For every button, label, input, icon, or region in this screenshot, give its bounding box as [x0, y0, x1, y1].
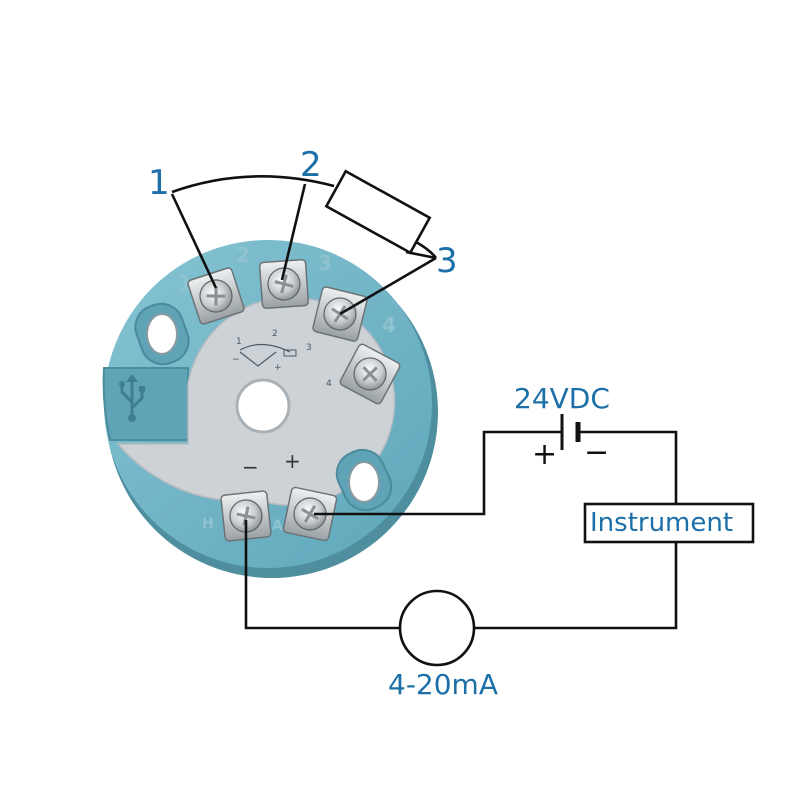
- supply-minus: −: [584, 435, 609, 470]
- module-bottom-mark-right: A: [272, 518, 283, 534]
- mounting-center-hole: [235, 378, 291, 434]
- loop-wire-plus: [314, 430, 562, 516]
- mounting-slot-left: [134, 302, 190, 366]
- terminal-number-1: 1: [178, 271, 192, 295]
- svg-text:1: 1: [236, 337, 242, 347]
- svg-text:4: 4: [326, 379, 332, 389]
- rtd-wiring: 1 2 3: [148, 145, 458, 316]
- module-minus-mark: −: [242, 455, 259, 479]
- battery-symbol: [560, 414, 581, 450]
- lead-1-to-terminal: [170, 193, 218, 289]
- lead-3-to-terminal: [339, 256, 437, 316]
- usb-tab: [102, 367, 189, 441]
- mounting-slot-right: [335, 448, 393, 512]
- svg-text:3: 3: [306, 343, 312, 353]
- current-meter-circle: [398, 589, 476, 667]
- lead-2-to-terminal: [280, 183, 307, 281]
- module-bottom-mark-left: H: [202, 516, 214, 532]
- sensor-lead-arc: [171, 175, 335, 194]
- usb-icon: [119, 374, 145, 422]
- supply-label: 24VDC: [514, 382, 610, 415]
- svg-text:2: 2: [272, 329, 278, 339]
- instrument-box: [583, 502, 755, 544]
- callout-1: 1: [148, 163, 170, 203]
- callout-3: 3: [436, 241, 458, 281]
- terminal-number-2: 2: [236, 243, 250, 267]
- svg-text:−: −: [232, 355, 240, 365]
- transmitter-module: 1 2 3 4 − + H A 1 2 3 4 − +: [102, 240, 438, 578]
- terminal-number-3: 3: [318, 251, 332, 275]
- current-range-label: 4-20mA: [388, 668, 498, 701]
- supply-plus: +: [532, 437, 557, 472]
- face-mini-diagram: 1 2 3 4 − +: [232, 329, 332, 389]
- terminal-number-4: 4: [382, 313, 396, 337]
- loop-wire-supply-right: [580, 430, 678, 504]
- rtd-resistor: [324, 169, 432, 255]
- svg-text:+: +: [274, 363, 282, 373]
- loop-wire-instrument-down: [474, 542, 678, 630]
- callout-2: 2: [300, 145, 322, 185]
- module-plus-mark: +: [284, 449, 301, 473]
- loop-wire-minus: [244, 520, 400, 630]
- output-loop: 24VDC + − Instrument 4-20mA: [244, 382, 755, 701]
- instrument-label: Instrument: [590, 508, 733, 538]
- lead-3-to-resistor-loop: [405, 250, 437, 260]
